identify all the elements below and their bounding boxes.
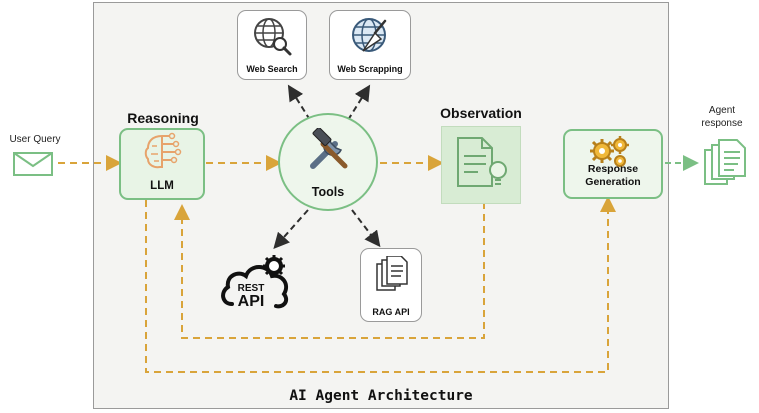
arrow-tools-to-web-scrapping xyxy=(347,84,371,121)
user-query-label: User Query xyxy=(9,134,61,145)
rest-api-line1: REST xyxy=(237,283,265,294)
rag-api-label: RAG API xyxy=(372,307,410,317)
tools-label: Tools xyxy=(311,185,345,199)
documents-icon xyxy=(376,256,408,291)
agent-response-line1: Agent xyxy=(708,105,736,116)
arrow-tools-to-rag-api xyxy=(351,209,381,248)
envelope-icon xyxy=(13,152,53,176)
globe-scraper-icon xyxy=(352,18,387,52)
gears-icon xyxy=(590,136,629,167)
llm-label: LLM xyxy=(150,180,174,192)
agent-response-documents-icon xyxy=(704,139,746,185)
response-generation-line2: Generation xyxy=(585,176,641,188)
response-generation-label: Response Generation xyxy=(563,163,663,189)
web-scrapping-label: Web Scrapping xyxy=(337,64,403,74)
document-lightbulb-icon xyxy=(457,137,507,187)
rest-api-text: REST API xyxy=(229,284,273,310)
rest-api-line2: API xyxy=(237,293,265,310)
cloud-gear-icon xyxy=(221,255,289,309)
agent-response-label: Agent response xyxy=(690,104,754,130)
response-generation-line1: Response xyxy=(587,163,639,175)
globe-magnifier-icon xyxy=(254,18,292,56)
tools-circle xyxy=(278,113,378,211)
wrench-hammer-icon xyxy=(310,128,348,169)
agent-response-line2: response xyxy=(701,118,743,129)
brain-circuit-icon xyxy=(144,132,182,169)
observation-title: Observation xyxy=(440,105,522,121)
reasoning-title: Reasoning xyxy=(127,110,199,126)
response-generation-box xyxy=(563,129,663,199)
diagram-title: AI Agent Architecture xyxy=(289,388,473,404)
web-search-label: Web Search xyxy=(246,64,298,74)
arrow-tools-to-web-search xyxy=(287,84,311,121)
arrow-llm-to-generation-loop xyxy=(145,196,616,373)
arrow-tools-to-rest-api xyxy=(273,209,309,249)
